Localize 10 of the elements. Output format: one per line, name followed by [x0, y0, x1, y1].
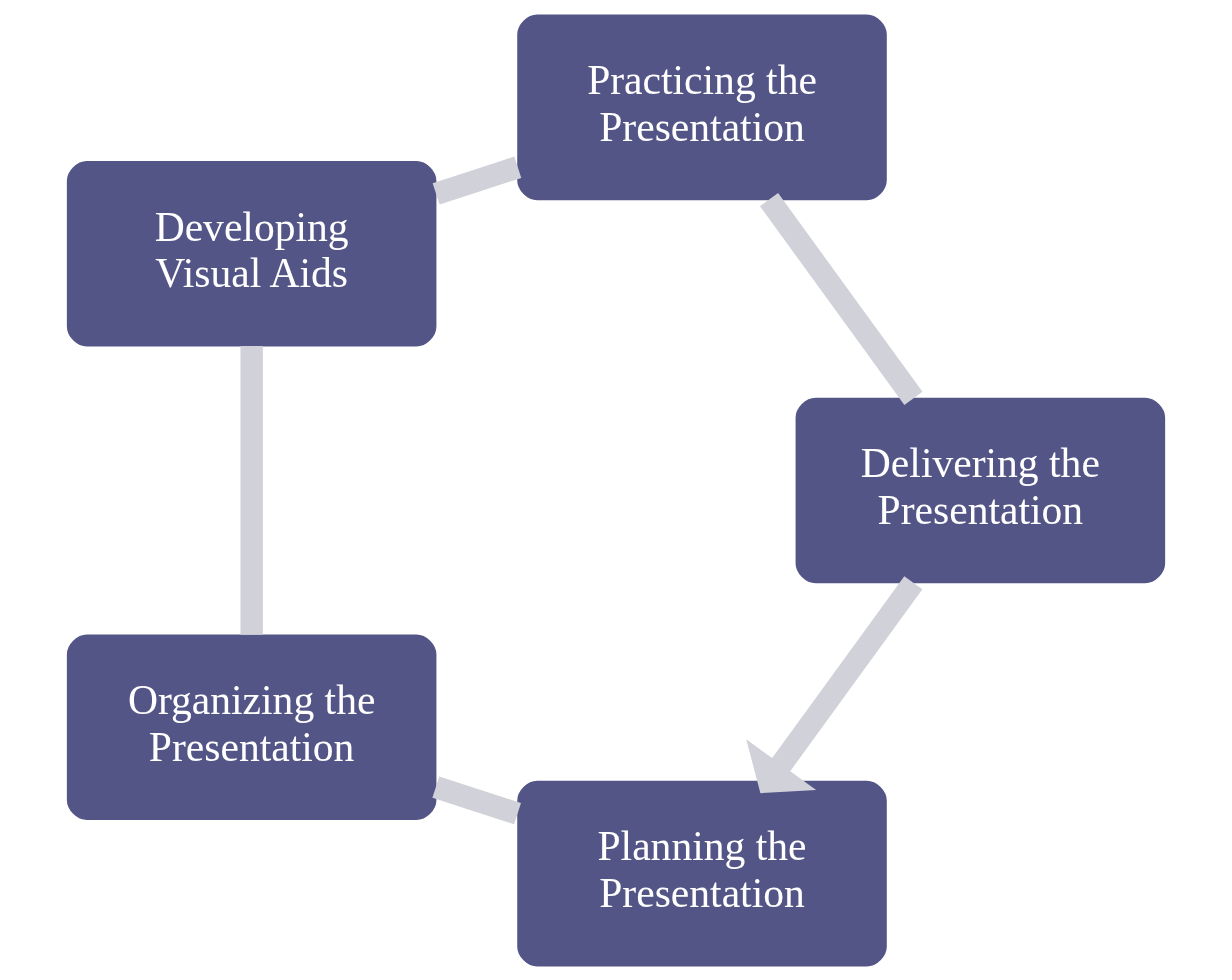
arrow	[746, 575, 923, 793]
node-box: Practicing the Presentation	[517, 14, 887, 200]
node-box: Planning the Presentation	[517, 780, 887, 966]
node-box: Delivering the Presentation	[795, 397, 1166, 583]
connector	[760, 192, 923, 405]
connector	[432, 156, 522, 204]
node-box: Developing Visual Aids	[66, 160, 437, 347]
node-box: Organizing the Presentation	[66, 633, 437, 820]
connector	[240, 345, 263, 635]
connector	[432, 775, 521, 824]
